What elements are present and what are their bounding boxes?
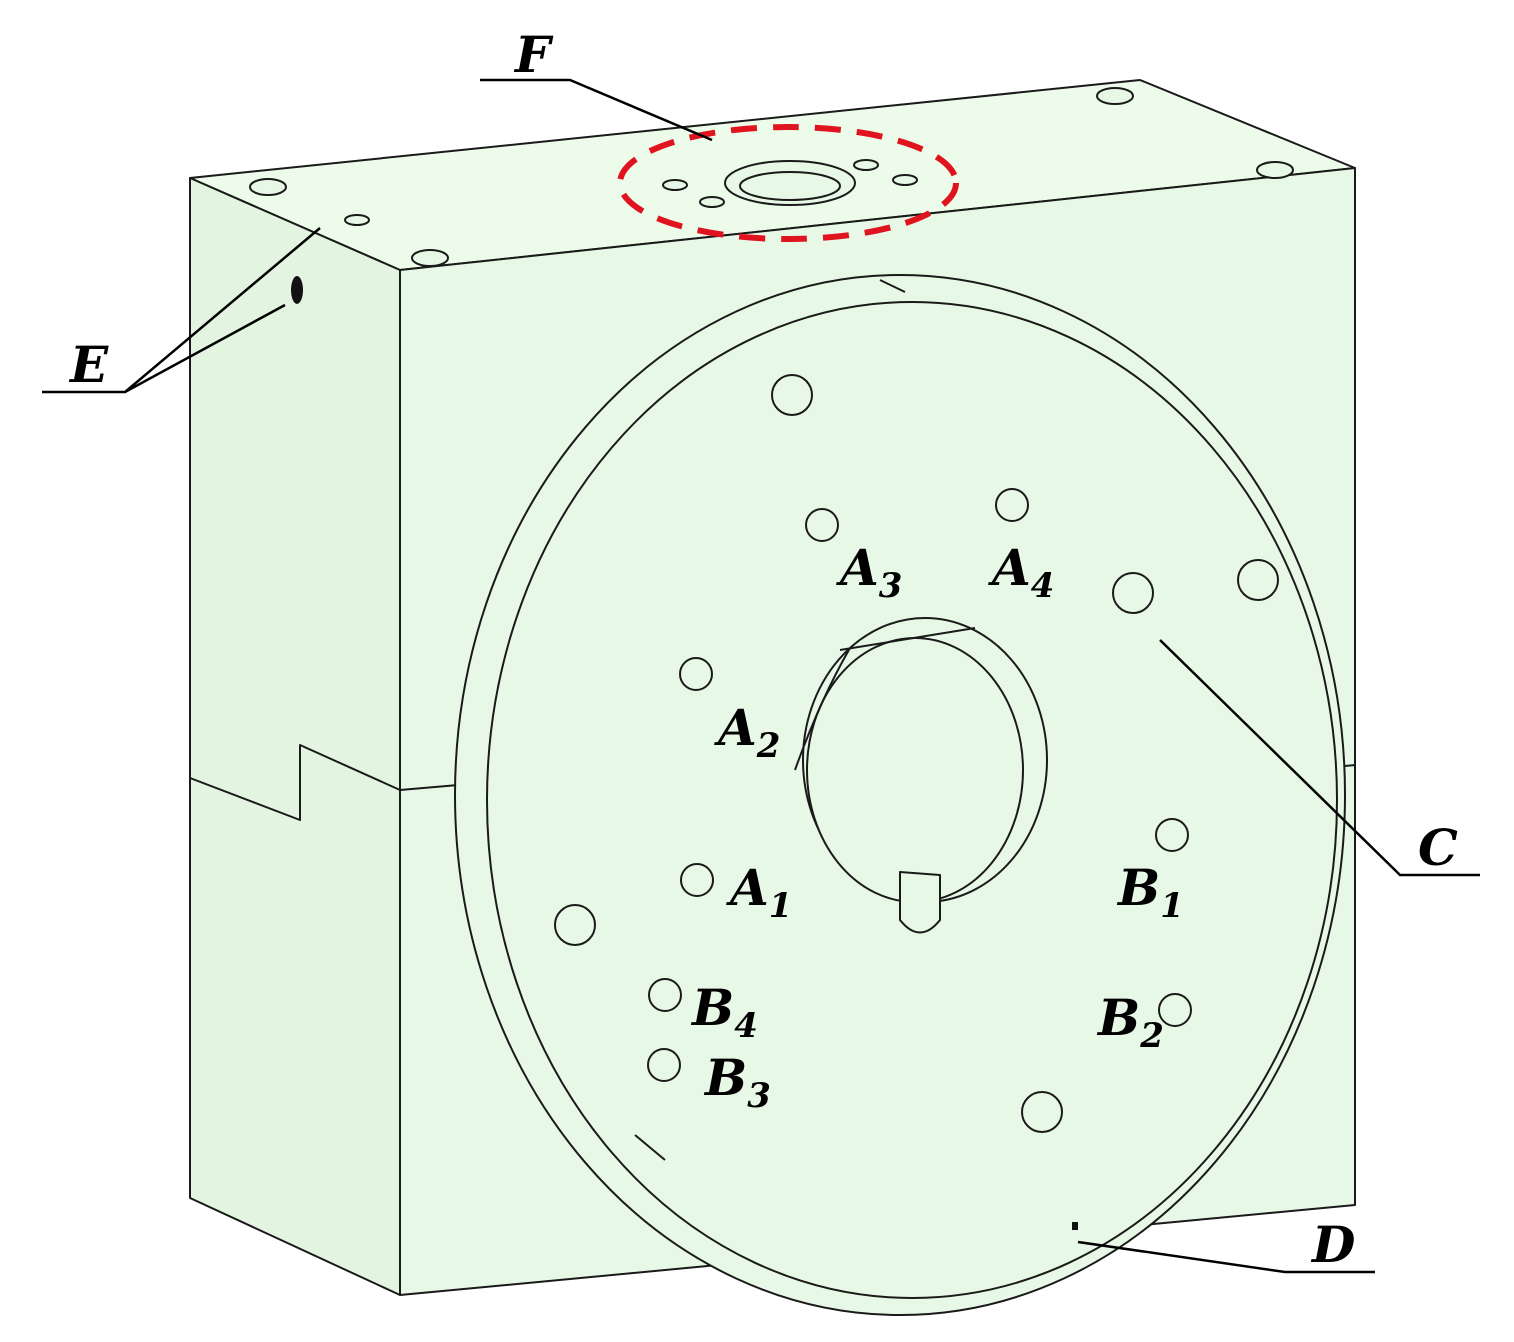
top-hole-corner-1 — [249, 178, 287, 196]
bore-flat — [839, 627, 976, 651]
hole-b1 — [1155, 818, 1189, 852]
hole-a2 — [679, 657, 713, 691]
top-hole-small-e — [344, 214, 370, 226]
hole-left-large — [554, 904, 596, 946]
top-port-inner — [739, 171, 841, 201]
label-d: D — [1310, 1215, 1355, 1274]
center-bore-inner — [806, 637, 1024, 903]
top-port-hole-2 — [699, 196, 725, 208]
leader-e-2 — [124, 303, 286, 394]
leader-c — [1159, 639, 1480, 877]
leader-f — [480, 78, 713, 142]
leader-d — [1077, 1240, 1375, 1274]
label-b4: B4 — [690, 978, 758, 1046]
top-hole-corner-2 — [411, 249, 449, 267]
hole-right-large — [1237, 559, 1279, 601]
top-face-holes — [249, 87, 1294, 267]
label-b1: B1 — [1116, 858, 1184, 926]
top-hole-corner-4 — [1256, 161, 1294, 179]
label-b2: B2 — [1096, 988, 1164, 1056]
mark-d — [1072, 1222, 1078, 1230]
label-e: E — [68, 335, 109, 394]
bore-curve — [794, 647, 851, 771]
label-f: F — [513, 25, 554, 84]
hole-bottom-large — [1021, 1091, 1063, 1133]
label-a3: A3 — [836, 538, 902, 606]
hole-top-large — [771, 374, 813, 416]
label-b3: B3 — [703, 1048, 771, 1116]
split-line-left — [189, 744, 401, 821]
side-port-e — [291, 276, 303, 304]
top-hole-corner-3 — [1096, 87, 1134, 105]
label-a2: A2 — [714, 698, 780, 766]
ring-seam-top — [879, 279, 906, 293]
top-port-hole-3 — [853, 159, 879, 171]
top-port-hole-1 — [662, 179, 688, 191]
key-slot — [899, 871, 941, 934]
hole-b4 — [648, 978, 682, 1012]
hole-b3 — [647, 1048, 681, 1082]
hole-a4 — [995, 488, 1029, 522]
label-a1: A1 — [726, 858, 792, 926]
block-left-face — [189, 177, 401, 1296]
hole-a1 — [680, 863, 714, 897]
label-c: C — [1418, 818, 1458, 877]
label-a4: A4 — [988, 538, 1054, 606]
hole-c — [1112, 572, 1154, 614]
highlight-f — [617, 124, 959, 242]
disc-holes — [554, 374, 1279, 1133]
hole-b2 — [1158, 993, 1192, 1027]
hole-a3 — [805, 508, 839, 542]
top-port-hole-4 — [892, 174, 918, 186]
ring-seam-bottom — [634, 1134, 666, 1161]
